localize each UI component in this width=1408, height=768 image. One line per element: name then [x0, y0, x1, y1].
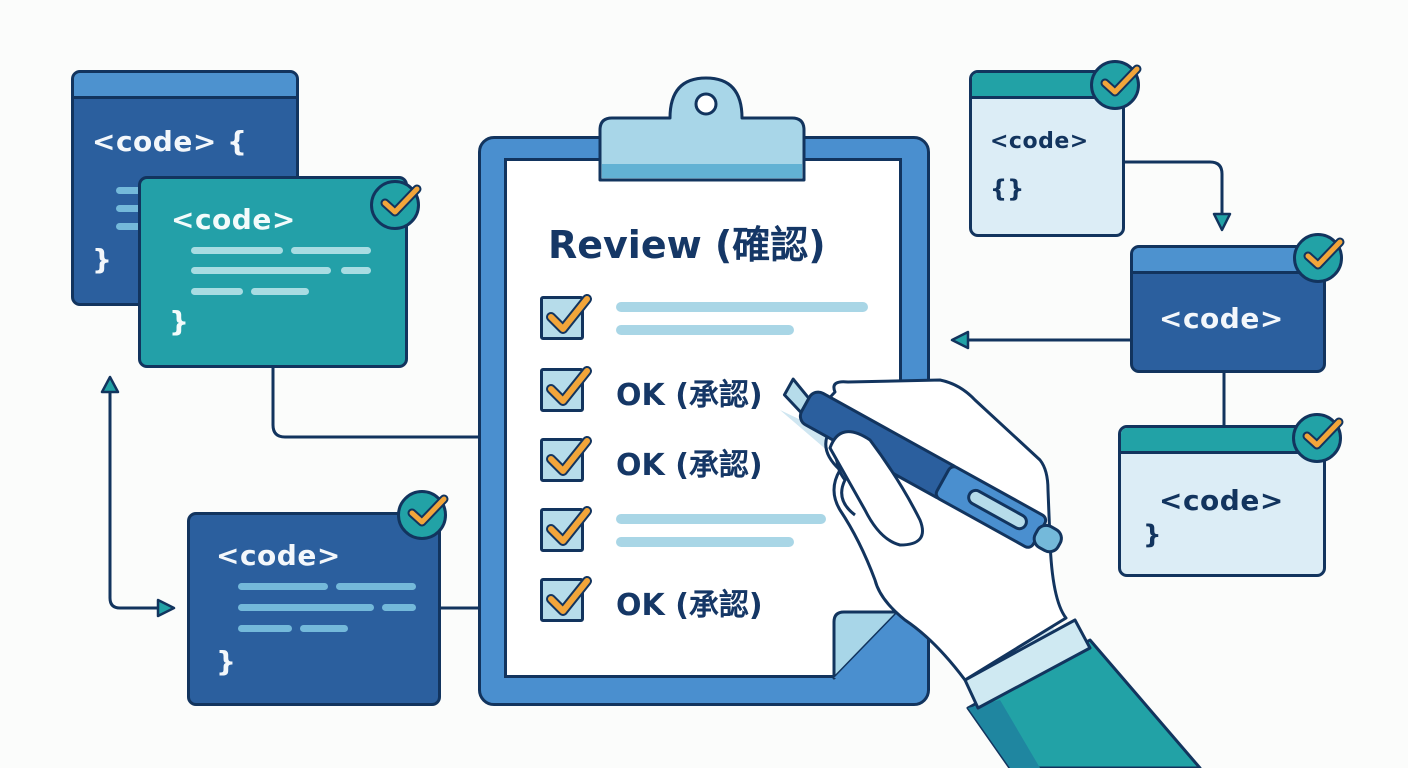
page-title: Review (確認) — [548, 223, 826, 267]
checkbox-icon — [540, 506, 592, 552]
placeholder-line — [616, 325, 794, 335]
code-line — [116, 223, 142, 230]
code-line — [191, 288, 243, 295]
code-tag: <code> — [1159, 302, 1284, 335]
approval-label: OK (承認) — [616, 448, 763, 483]
closing-brace: } — [92, 243, 112, 276]
approval-label: OK (承認) — [616, 378, 763, 413]
arrow-up-icon — [100, 375, 120, 394]
code-tag: <code> — [990, 129, 1089, 154]
code-tag: <code> — [216, 539, 341, 572]
checkbox-icon — [540, 294, 592, 340]
window-title-bar — [1133, 248, 1323, 274]
closing-brace: } — [169, 305, 189, 338]
connector-loop-left — [108, 392, 158, 610]
placeholder-line — [616, 514, 826, 524]
window-title-bar — [1121, 428, 1323, 454]
check-badge-icon — [397, 490, 449, 540]
code-line — [191, 267, 331, 274]
approval-label: OK (承認) — [616, 588, 763, 623]
checkbox-icon — [540, 366, 592, 412]
connector-top-right-to-middle — [1124, 160, 1224, 214]
closing-brace: } — [1143, 520, 1162, 550]
connector-teal-to-clipboard — [271, 368, 480, 439]
check-badge-icon — [1292, 413, 1344, 463]
checkbox-icon — [540, 576, 592, 622]
closing-brace: } — [216, 645, 236, 678]
code-tag: <code> — [1159, 484, 1284, 517]
code-window-bottom-left: <code> } — [187, 512, 441, 706]
code-line — [116, 205, 142, 212]
arrow-down-icon — [1212, 212, 1232, 232]
checkbox-icon — [540, 436, 592, 482]
code-line — [238, 604, 374, 611]
code-line — [300, 625, 348, 632]
code-tag: <code> { — [92, 125, 248, 158]
code-line — [341, 267, 371, 274]
code-window-top-left-front: <code> } — [138, 176, 408, 368]
placeholder-line — [616, 302, 868, 312]
code-line — [238, 625, 292, 632]
check-badge-icon — [1090, 60, 1142, 110]
code-tag: <code> — [171, 203, 296, 236]
arrow-left-icon — [950, 330, 970, 350]
code-line — [116, 187, 142, 194]
arrow-right-icon — [156, 598, 176, 618]
check-badge-icon — [370, 180, 422, 230]
code-line — [291, 247, 371, 254]
code-window-middle-right: <code> — [1130, 245, 1326, 373]
code-window-bottom-right: <code> } — [1118, 425, 1326, 577]
code-line — [382, 604, 416, 611]
code-line — [251, 288, 309, 295]
check-badge-icon — [1293, 233, 1345, 283]
code-line — [191, 247, 283, 254]
placeholder-line — [616, 537, 794, 547]
code-line — [238, 583, 328, 590]
code-line — [336, 583, 416, 590]
closing-brace: {} — [990, 175, 1025, 203]
window-title-bar — [74, 73, 296, 99]
